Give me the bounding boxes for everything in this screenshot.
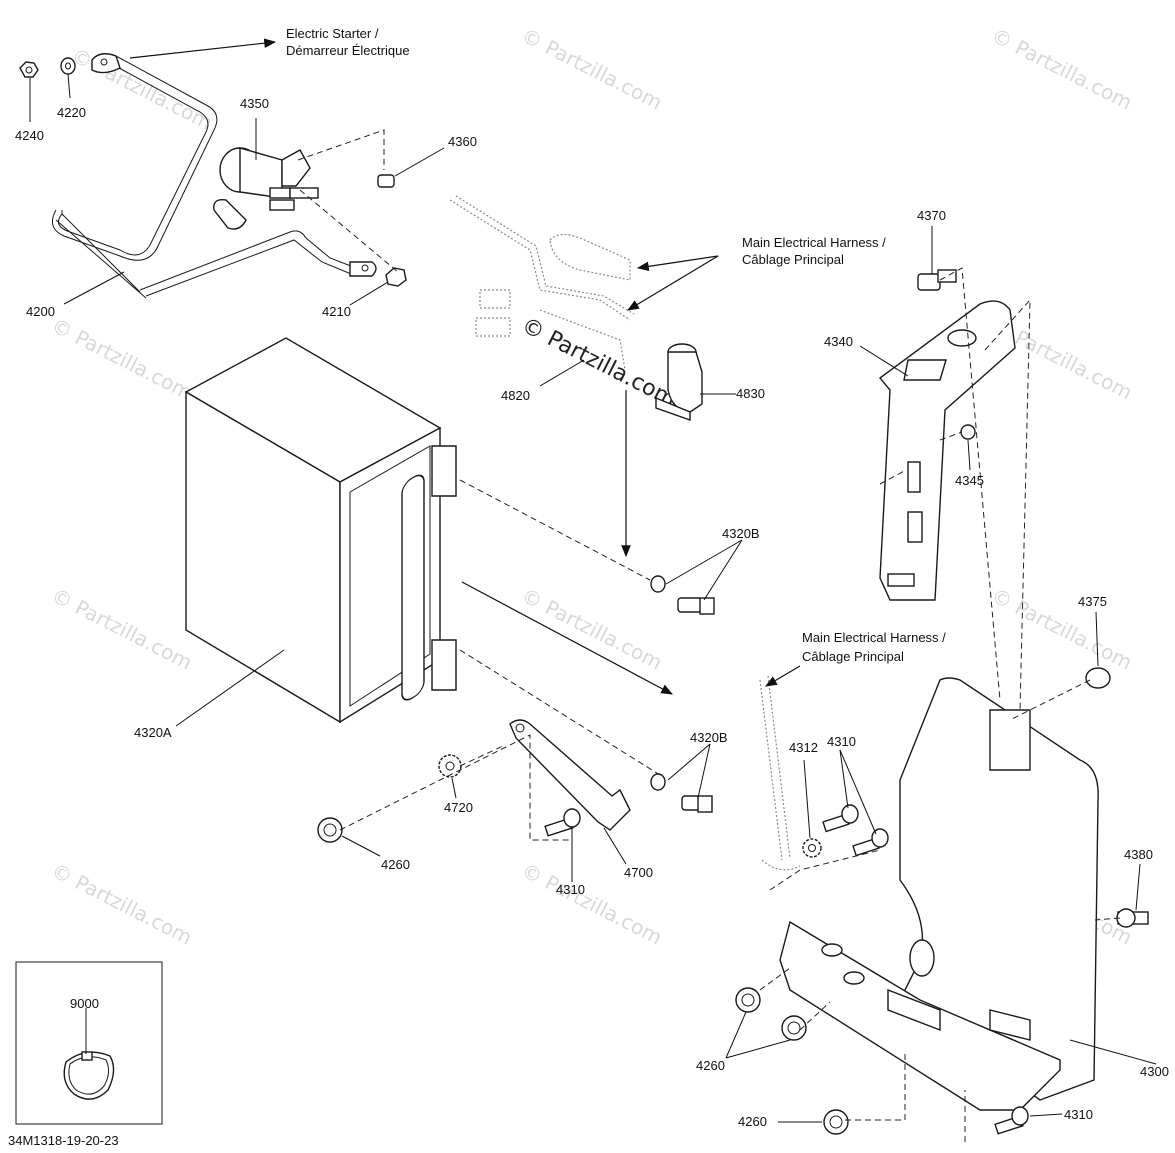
part-label-4320A: 4320A <box>134 725 172 740</box>
bolt-4320B-top <box>650 575 715 615</box>
assembly-lines <box>297 129 1121 1142</box>
part-label-4830: 4830 <box>736 386 765 401</box>
part-label-4350: 4350 <box>240 96 269 111</box>
nut-4345 <box>960 424 976 440</box>
battery-4320A <box>184 337 457 724</box>
bracket-4340 <box>878 300 1016 601</box>
washer-4220 <box>60 57 76 75</box>
part-label-4260-bottom: 4260 <box>738 1114 767 1129</box>
part-label-4240: 4240 <box>15 128 44 143</box>
watermark: © Partzilla.com <box>518 583 666 674</box>
callout-line: Câblage Principal <box>742 252 844 267</box>
inset-box-9000 <box>15 961 163 1125</box>
callout-harness-bottom: Main Electrical Harness / Câblage Princi… <box>802 630 946 664</box>
watermark: © Partzilla.com <box>48 583 196 674</box>
screws-4310-right <box>822 804 889 857</box>
main-harness-bottom <box>759 675 801 871</box>
part-label-4220: 4220 <box>57 105 86 120</box>
solenoid-4350 <box>213 147 319 230</box>
screw-4360 <box>377 174 395 188</box>
part-label-4820: 4820 <box>501 388 530 403</box>
part-label-4345: 4345 <box>955 473 984 488</box>
part-label-4720: 4720 <box>444 800 473 815</box>
bolt-4380 <box>1116 908 1149 928</box>
part-label-4310-right: 4310 <box>827 734 856 749</box>
part-label-4200: 4200 <box>26 304 55 319</box>
screw-4310-bottom <box>994 1106 1029 1135</box>
callout-line: Electric Starter / <box>286 26 379 41</box>
battery-tray-4300 <box>779 677 1099 1111</box>
screw-4260-bottom <box>823 1109 849 1135</box>
callout-line: Câblage Principal <box>802 649 904 664</box>
part-label-4375: 4375 <box>1078 594 1107 609</box>
part-label-4320B-bottom: 4320B <box>690 730 728 745</box>
direction-arrows <box>129 38 801 695</box>
bolt-4370 <box>917 269 957 291</box>
part-label-4312: 4312 <box>789 740 818 755</box>
callout-electric-starter: Electric Starter / Démarreur Électrique <box>286 26 410 58</box>
watermark: © Partzilla.com <box>518 23 666 114</box>
watermark: © Partzilla.com <box>48 858 196 949</box>
part-label-4340: 4340 <box>824 334 853 349</box>
part-label-4300: 4300 <box>1140 1064 1169 1079</box>
part-label-4320B-top: 4320B <box>722 526 760 541</box>
part-label-4360: 4360 <box>448 134 477 149</box>
lockwasher-4312 <box>802 838 822 858</box>
connector-4830 <box>655 343 703 421</box>
part-label-4210: 4210 <box>322 304 351 319</box>
part-label-9000: 9000 <box>70 996 99 1011</box>
starter-cable-4200 <box>51 53 377 299</box>
watermark: © Partzilla.com <box>988 23 1136 114</box>
figure-id: 34M1318-19-20-23 <box>8 1133 119 1148</box>
nut-4210 <box>385 267 407 287</box>
part-label-4310-bottom: 4310 <box>1064 1107 1093 1122</box>
part-label-4700: 4700 <box>624 865 653 880</box>
callout-harness-top: Main Electrical Harness / Câblage Princi… <box>742 235 886 267</box>
screw-4260-left <box>317 817 343 843</box>
callout-line: Main Electrical Harness / <box>802 630 946 645</box>
watermark: © Partzilla.com <box>988 583 1136 674</box>
part-label-4310-mid: 4310 <box>556 882 585 897</box>
main-harness-top <box>449 195 635 371</box>
part-label-4370: 4370 <box>917 208 946 223</box>
screws-4260-mid <box>735 987 807 1041</box>
strap-4700 <box>509 719 631 831</box>
nut-4240 <box>19 61 39 78</box>
part-labels: 4240 4220 4350 4360 4200 4210 4370 4340 … <box>15 96 1169 1129</box>
callout-line: Main Electrical Harness / <box>742 235 886 250</box>
part-label-4260-left: 4260 <box>381 857 410 872</box>
callout-line: Démarreur Électrique <box>286 43 410 58</box>
part-label-4260-mid: 4260 <box>696 1058 725 1073</box>
lockwasher-4720 <box>438 754 462 778</box>
leader-lines <box>29 73 1157 1123</box>
bolt-4320B-bottom <box>650 773 713 813</box>
watermark: © Partzilla.com <box>48 313 196 404</box>
screw-4375 <box>1085 667 1111 689</box>
part-label-4380: 4380 <box>1124 847 1153 862</box>
screw-4310-mid <box>544 808 581 837</box>
